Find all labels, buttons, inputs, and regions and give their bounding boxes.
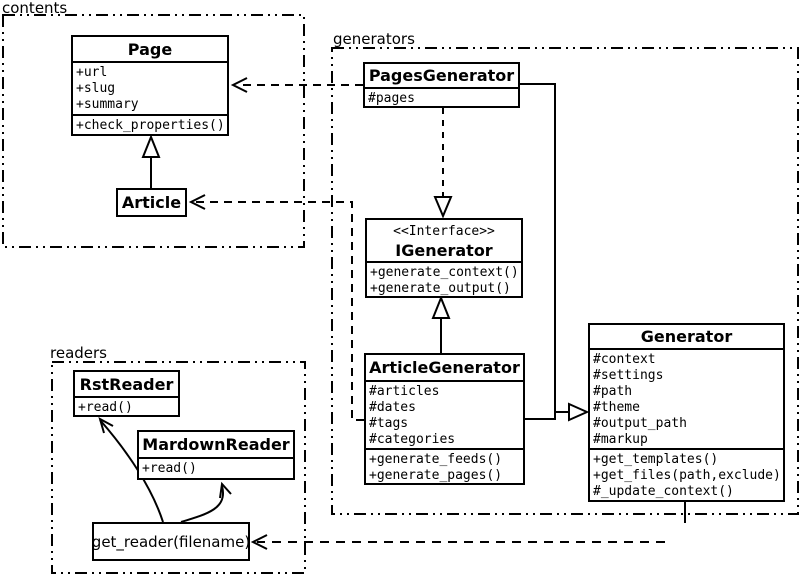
method-row: +read()	[78, 400, 133, 415]
attribute-row: #tags	[369, 416, 409, 431]
edge-getreader-mardownreader	[180, 485, 225, 523]
method-row: +generate_context()	[370, 264, 519, 280]
attribute-row: #path	[593, 384, 633, 399]
class-page-name: Page	[127, 39, 173, 59]
class-mardownreader: MardownReader +read()	[137, 430, 295, 480]
edge-pagesgenerator-page-arrowhead	[230, 77, 248, 93]
class-generator-methods: +get_templates() +get_files(path,exclude…	[590, 448, 783, 500]
class-rstreader-methods: +read()	[75, 396, 178, 415]
attribute-row: +slug	[76, 81, 116, 96]
method-row: +get_templates()	[593, 452, 719, 467]
attribute-row: +url	[76, 65, 108, 80]
class-page: Page +url +slug +summary +check_properti…	[71, 35, 229, 136]
edge-pagesgenerator-igenerator-triangle	[433, 196, 453, 219]
package-readers-border	[51, 361, 306, 574]
class-pagesgenerator-name: PagesGenerator	[368, 66, 515, 85]
method-row: +generate_feeds()	[369, 452, 503, 467]
class-igenerator: <<Interface>> IGenerator +generate_conte…	[365, 218, 523, 298]
method-row: +generate_pages()	[369, 468, 503, 483]
attribute-row: #dates	[369, 400, 416, 415]
class-igenerator-methods: +generate_context() +generate_output()	[367, 260, 521, 296]
class-articlegenerator-name: ArticleGenerator	[369, 358, 520, 377]
edge-getreader-rstreader-arrowhead	[98, 416, 114, 434]
edge-articlegenerator-article-arrowhead	[188, 194, 206, 210]
package-generators-border	[331, 47, 799, 515]
edge-generator-triangle	[568, 402, 590, 422]
method-row: +check_properties()	[76, 118, 225, 133]
edge-getreader-mardownreader-arrowhead	[219, 481, 232, 499]
class-mardownreader-methods: +read()	[139, 457, 293, 478]
class-pagesgenerator: PagesGenerator #pages	[363, 62, 520, 108]
method-row: #_update_context()	[593, 484, 734, 499]
edge-articlegenerator-article	[195, 201, 364, 421]
class-articlegenerator: ArticleGenerator #articles #dates #tags …	[364, 353, 525, 485]
package-label-contents: contents	[2, 0, 68, 17]
attribute-row: #markup	[593, 432, 648, 447]
package-label-generators: generators	[333, 30, 415, 48]
method-row: +generate_output()	[370, 280, 511, 296]
class-page-methods: +check_properties()	[73, 114, 227, 134]
edge-articlegenerator-generator	[525, 412, 556, 420]
package-contents-border	[2, 14, 305, 248]
class-generator-name: Generator	[640, 327, 733, 346]
edge-article-page-triangle	[141, 134, 161, 158]
edge-articlegenerator-igenerator-triangle	[431, 295, 451, 319]
package-label-readers: readers	[50, 344, 107, 362]
attribute-row: #output_path	[593, 416, 687, 431]
class-generator-attributes: #context #settings #path #theme #output_…	[590, 348, 783, 448]
attribute-row: #theme	[593, 400, 640, 415]
class-igenerator-name: IGenerator	[395, 240, 493, 260]
attribute-row: #context	[593, 352, 656, 367]
class-article-name: Article	[121, 193, 182, 212]
function-box-get-reader-label: get_reader(filename)	[91, 532, 251, 551]
attribute-row: #categories	[369, 432, 456, 447]
attribute-row: #articles	[369, 384, 440, 399]
class-article: Article	[116, 188, 187, 217]
class-page-attributes: +url +slug +summary	[73, 61, 227, 114]
edge-pagesgenerator-generator	[520, 83, 569, 413]
class-generator: Generator #context #settings #path #them…	[588, 323, 785, 502]
method-row: +get_files(path,exclude)	[593, 468, 781, 483]
method-row: +read()	[142, 461, 197, 476]
class-rstreader: RstReader +read()	[73, 370, 180, 417]
attribute-row: #pages	[368, 91, 415, 106]
class-articlegenerator-attributes: #articles #dates #tags #categories	[366, 380, 523, 448]
edge-generator-getreader-arrowhead	[250, 534, 268, 550]
class-rstreader-name: RstReader	[79, 374, 174, 394]
attribute-row: +summary	[76, 97, 139, 112]
attribute-row: #settings	[593, 368, 664, 383]
class-pagesgenerator-attributes: #pages	[365, 87, 518, 106]
class-mardownreader-name: MardownReader	[142, 435, 290, 454]
class-articlegenerator-methods: +generate_feeds() +generate_pages()	[366, 448, 523, 483]
function-box-get-reader: get_reader(filename)	[92, 522, 250, 561]
class-igenerator-stereotype: <<Interface>>	[393, 224, 495, 239]
class-igenerator-header: <<Interface>> IGenerator	[367, 220, 521, 261]
